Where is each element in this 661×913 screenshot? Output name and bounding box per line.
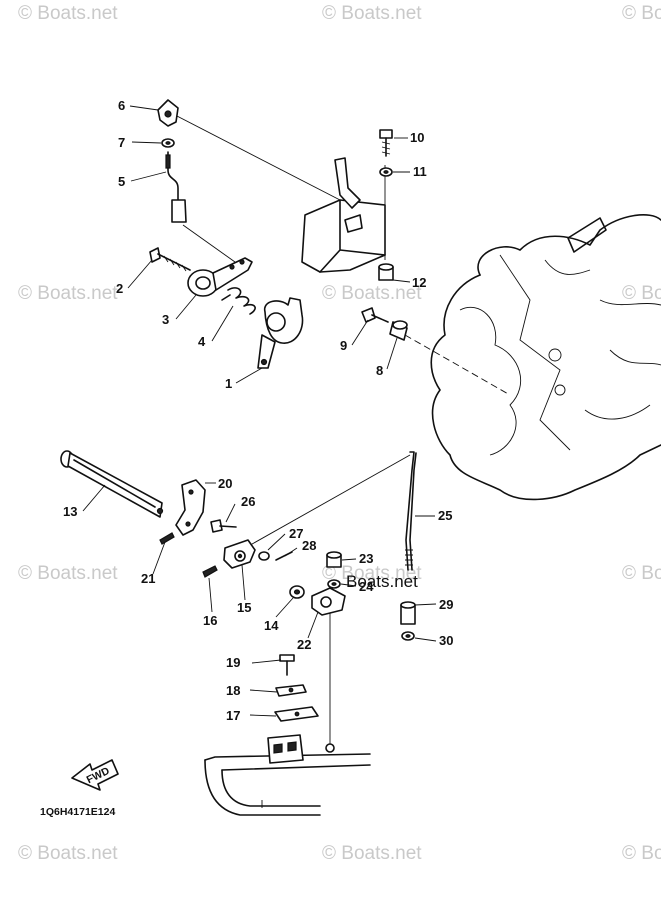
diagram-code: 1Q6H4171E124	[40, 806, 115, 818]
watermark: © Boats.net	[322, 843, 422, 864]
watermark-layer: © Boats.net © Boats.net © Boats © Boats.…	[18, 3, 661, 864]
callout-22: 22	[297, 637, 311, 652]
watermark: © Boats.net	[18, 563, 118, 584]
part-21-pin	[159, 532, 175, 545]
callout-17: 17	[226, 708, 240, 723]
part-5-link-rod	[165, 151, 187, 223]
callout-26: 26	[241, 494, 255, 509]
inline-watermark: Boats.net	[346, 572, 418, 591]
callout-19: 19	[226, 655, 240, 670]
callout-8: 8	[376, 363, 383, 378]
callout-3: 3	[162, 312, 169, 327]
callout-18: 18	[226, 683, 240, 698]
part-18-plate	[275, 684, 307, 697]
part-8-collar	[389, 320, 408, 341]
part-12-collar	[378, 263, 394, 281]
part-10-bolt	[379, 129, 393, 157]
callout-10: 10	[410, 130, 424, 145]
watermark: © Boats.net	[18, 283, 118, 304]
watermark: © Boats	[622, 563, 661, 584]
watermark: © Boats	[622, 843, 661, 864]
callout-11: 11	[413, 164, 427, 179]
part-24-washer	[327, 579, 341, 589]
callout-2: 2	[116, 281, 123, 296]
watermark: © Boats.net	[18, 3, 118, 24]
part-19-screw	[279, 654, 295, 676]
callout-4: 4	[198, 334, 206, 349]
part-9-bolt	[361, 307, 389, 323]
part-25-rod	[405, 451, 417, 571]
part-1-arm	[257, 297, 304, 369]
leader-lines	[174, 114, 511, 745]
part-22-lever	[311, 587, 346, 616]
part-29-collar	[400, 601, 416, 625]
callout-13: 13	[63, 504, 77, 519]
callout-labels: 6 7 5 2 3 4 1 10 11 12 9 8 13 20 26 21 1…	[63, 98, 453, 723]
part-2-bolt	[149, 247, 191, 272]
watermark: © Boats	[622, 283, 661, 304]
callout-30: 30	[439, 633, 453, 648]
part-16-pin	[202, 565, 218, 578]
callout-14: 14	[264, 618, 279, 633]
watermark: © Boats.net	[322, 283, 422, 304]
part-14-bushing	[289, 585, 305, 599]
part-27-washer	[258, 551, 270, 561]
callout-23: 23	[359, 551, 373, 566]
part-3-lever	[187, 257, 253, 297]
callout-7: 7	[118, 135, 125, 150]
callout-1: 1	[225, 376, 232, 391]
callout-9: 9	[340, 338, 347, 353]
part-6-clip	[157, 99, 179, 127]
part-11-nut	[379, 167, 393, 177]
watermark: © Boats.net	[322, 3, 422, 24]
watermark: © Boats	[622, 3, 661, 24]
part-23-cap	[326, 551, 342, 568]
callout-28: 28	[302, 538, 316, 553]
callout-25: 25	[438, 508, 452, 523]
callout-16: 16	[203, 613, 217, 628]
watermark: © Boats.net	[322, 563, 422, 584]
callout-leaders	[82, 105, 437, 717]
callout-27: 27	[289, 526, 303, 541]
part-26-bolt	[210, 519, 237, 533]
part-20-plate	[175, 479, 206, 536]
callout-24: 24	[359, 579, 374, 594]
part-30-nut	[401, 631, 415, 641]
part-7-washer	[161, 138, 175, 148]
part-17-plate	[274, 706, 319, 722]
callout-29: 29	[439, 597, 453, 612]
watermark: © Boats.net	[18, 843, 118, 864]
callout-5: 5	[118, 174, 125, 189]
mount-bracket	[301, 157, 386, 273]
callout-12: 12	[412, 275, 426, 290]
fwd-arrow-icon: FWD	[71, 759, 119, 791]
callout-15: 15	[237, 600, 251, 615]
part-13-shaft	[60, 450, 164, 518]
callout-6: 6	[118, 98, 125, 113]
engine-block-drawing	[430, 214, 661, 501]
callout-20: 20	[218, 476, 232, 491]
part-4-spring	[221, 287, 256, 315]
part-15-bracket	[223, 539, 256, 569]
bottom-cowling-drawing	[204, 734, 371, 816]
callout-21: 21	[141, 571, 155, 586]
